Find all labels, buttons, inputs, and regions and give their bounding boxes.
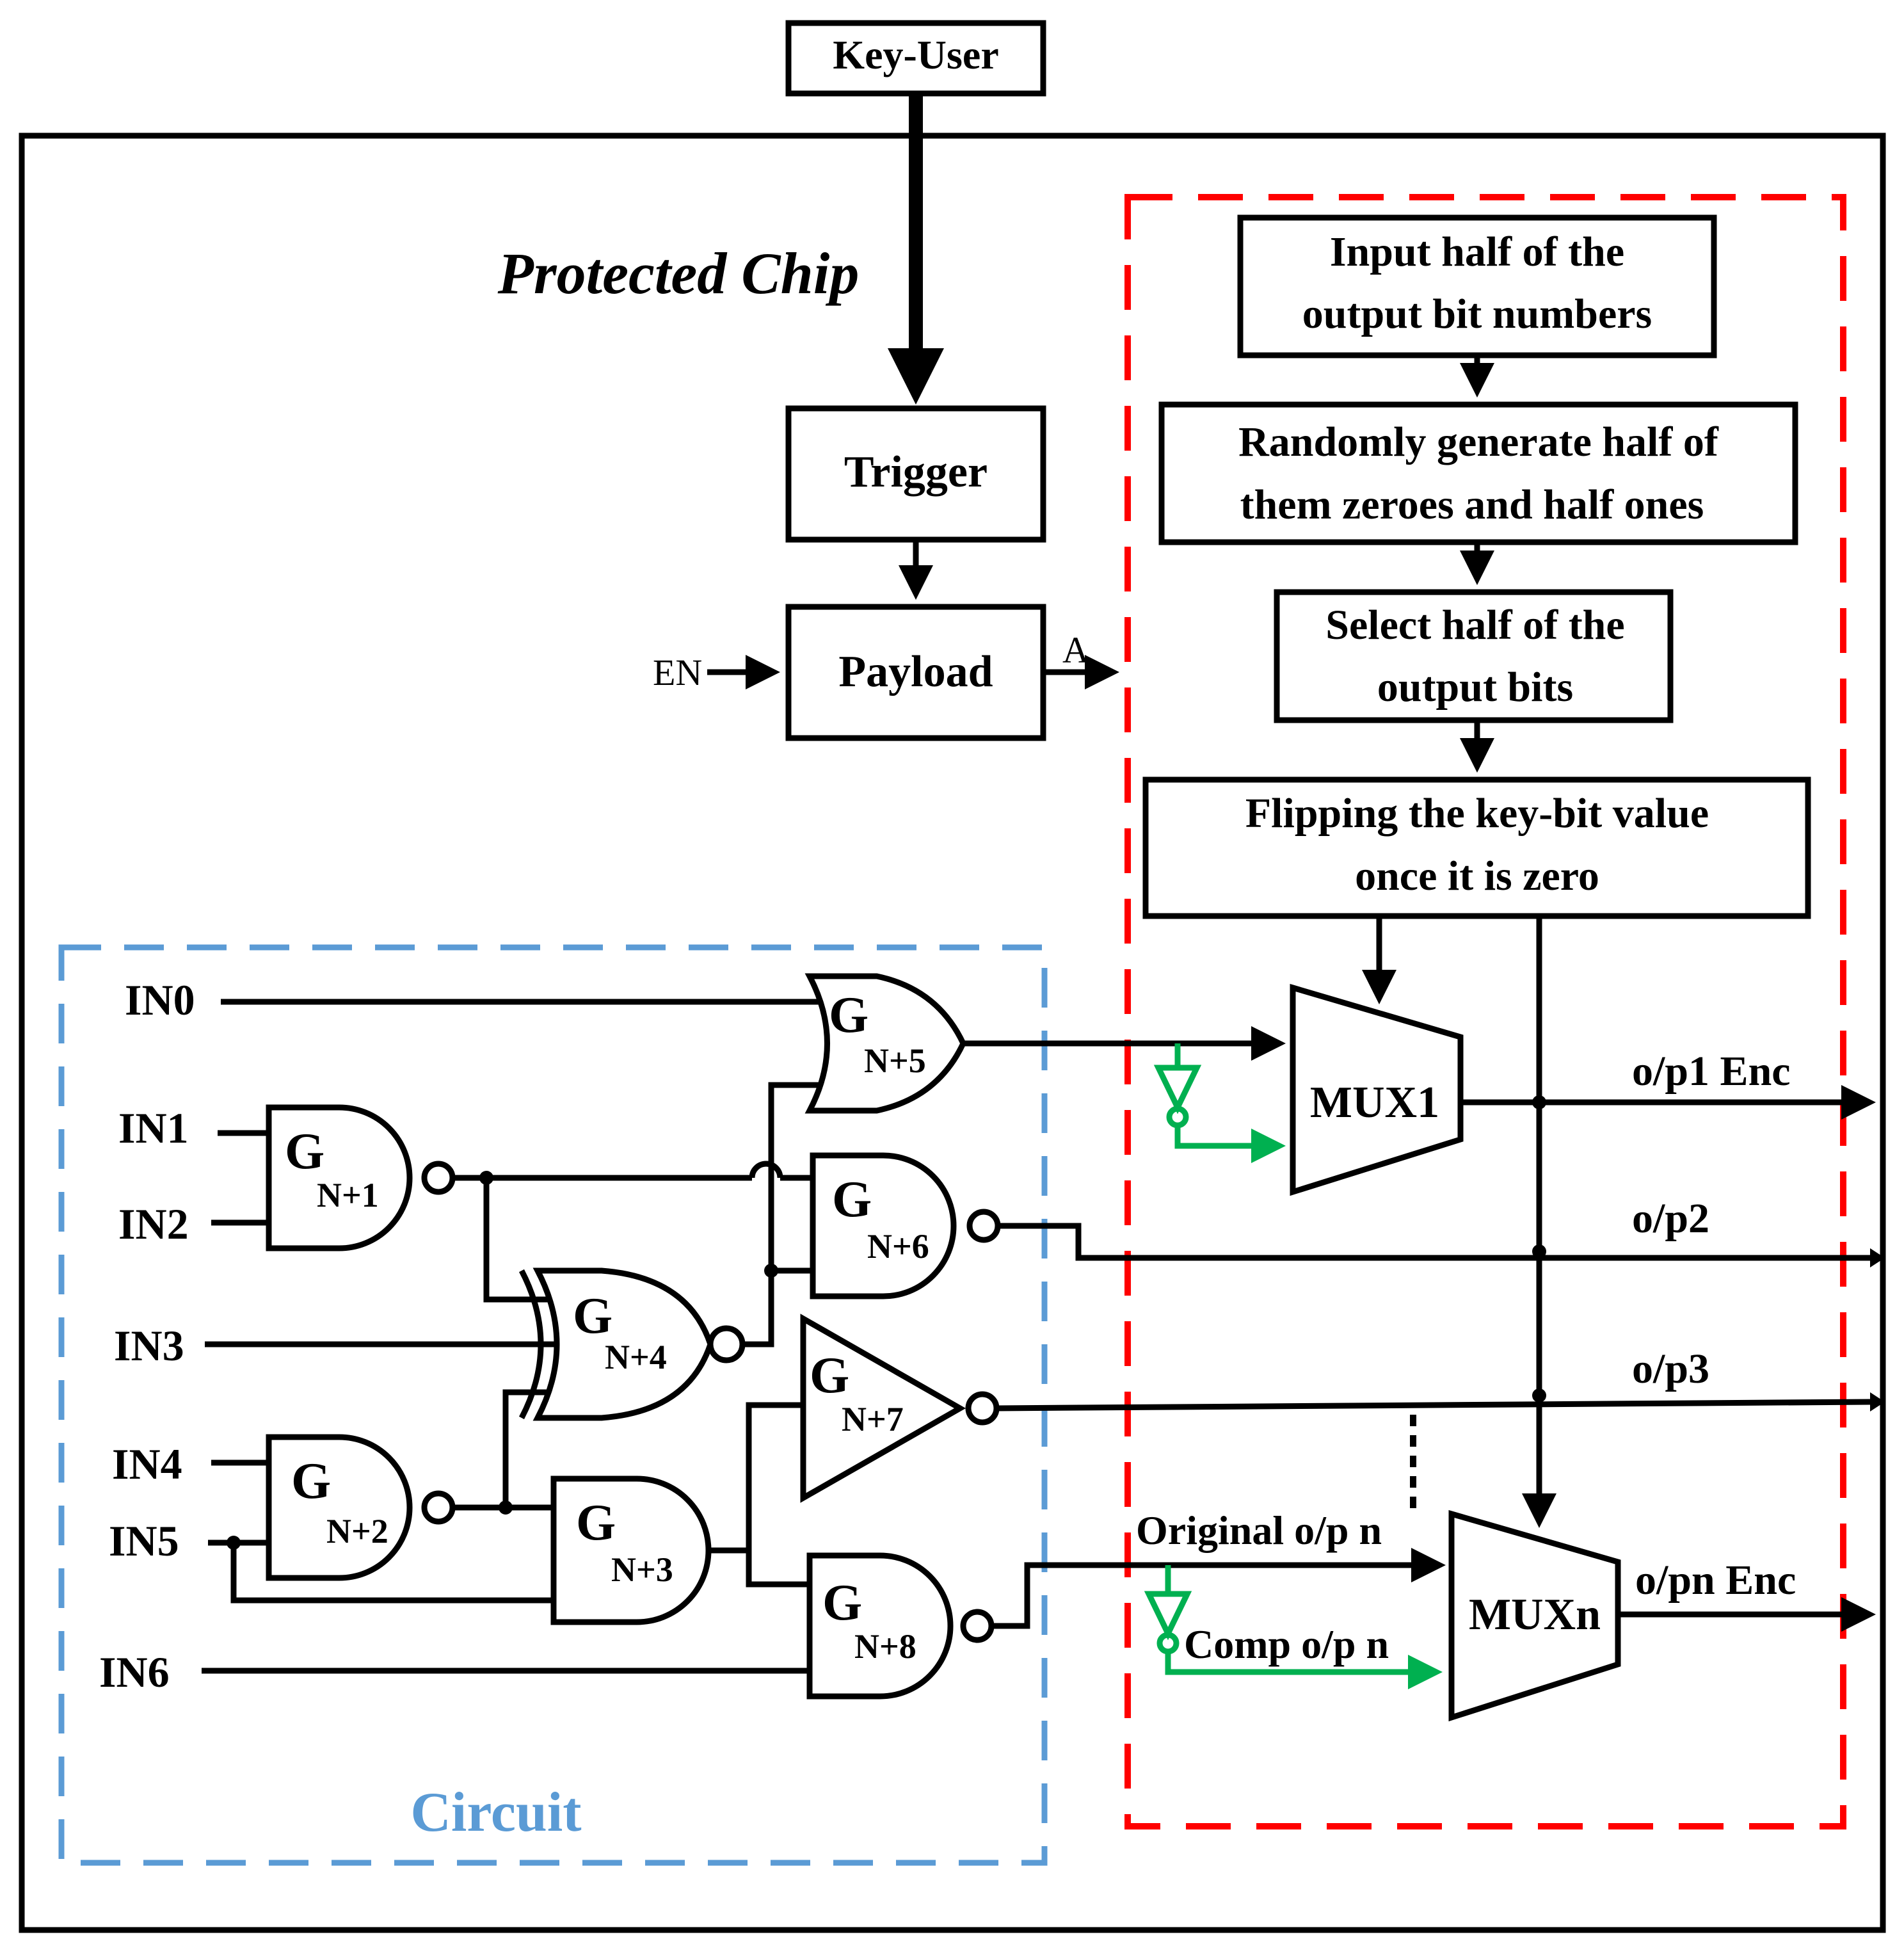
gate-n8-bubble xyxy=(960,1609,995,1643)
gate-n3 xyxy=(550,1476,712,1625)
payload-box xyxy=(785,604,1046,741)
gate-n6 xyxy=(810,1152,957,1299)
gate-n2-letter: G xyxy=(291,1453,331,1509)
gate-n7 xyxy=(800,1314,966,1503)
gate-n7-sub: N+7 xyxy=(842,1400,904,1438)
opn-label: o/pn Enc xyxy=(1635,1557,1796,1604)
muxn-label: MUXn xyxy=(1469,1590,1601,1639)
muxn-inverter-bubble xyxy=(1156,1632,1180,1655)
step-box-4 xyxy=(1142,776,1811,919)
muxn xyxy=(1448,1510,1621,1722)
step-1-line-1: Input half of the xyxy=(1330,229,1624,275)
gate-n4-letter: G xyxy=(573,1288,612,1344)
gate-n1-sub: N+1 xyxy=(317,1176,379,1214)
gate-n6-letter: G xyxy=(832,1171,872,1228)
gate-n4-to-n5 xyxy=(768,1082,819,1271)
in4-label: IN4 xyxy=(112,1440,182,1488)
en-label: EN xyxy=(653,652,702,693)
in5-label: IN5 xyxy=(109,1516,179,1565)
gate-n1-bubble xyxy=(421,1161,456,1195)
step-2-line-2: them zeroes and half ones xyxy=(1240,481,1704,528)
gate-n8-out xyxy=(991,1548,1446,1629)
in5-branch-wire xyxy=(230,1543,554,1604)
key-user-label: Key-User xyxy=(833,32,998,77)
muxn-inverter xyxy=(1144,1591,1192,1641)
gate-n1 xyxy=(266,1104,413,1251)
gate-n6-out xyxy=(998,1223,1870,1261)
chip-title: Protected Chip xyxy=(497,241,860,306)
payload-label: Payload xyxy=(838,647,993,696)
op1-label: o/p1 Enc xyxy=(1632,1048,1791,1095)
step-3-line-1: Select half of the xyxy=(1325,602,1624,648)
gate-n3-sub: N+3 xyxy=(611,1550,673,1589)
gate-n4-out xyxy=(742,1267,813,1347)
circuit-label: Circuit xyxy=(410,1781,581,1844)
in6-label: IN6 xyxy=(99,1648,170,1696)
op3-arrowhead xyxy=(1870,1392,1885,1411)
junction-dot xyxy=(1532,1388,1546,1403)
mux1 xyxy=(1290,983,1464,1196)
gate-n5-sub: N+5 xyxy=(864,1041,926,1080)
junction-dot xyxy=(1532,1095,1546,1109)
gate-n2-bubble xyxy=(421,1490,456,1525)
gate-n6-bubble xyxy=(966,1209,1001,1243)
gate-n7-bubble xyxy=(965,1391,1000,1426)
gate-n6-sub: N+6 xyxy=(867,1227,929,1266)
gate-n3-to-n8 xyxy=(746,1550,810,1588)
key-flip-region xyxy=(1124,194,1846,1829)
in3-label: IN3 xyxy=(114,1321,184,1370)
gate-n5 xyxy=(804,973,966,1114)
gate-n3-letter: G xyxy=(576,1495,616,1551)
gate-n8-sub: N+8 xyxy=(854,1627,916,1666)
gate-n4 xyxy=(532,1267,714,1421)
gate-n8-letter: G xyxy=(822,1575,862,1631)
step-box-3 xyxy=(1274,589,1674,723)
gate-n4-backline xyxy=(519,1269,544,1420)
mux1-inverter-bubble xyxy=(1166,1106,1189,1129)
gate-n4-bubble xyxy=(707,1325,746,1363)
in2-label: IN2 xyxy=(118,1200,189,1248)
gate-n4-sub: N+4 xyxy=(605,1338,667,1376)
step-box-2 xyxy=(1158,401,1798,545)
step-1-line-2: output bit numbers xyxy=(1302,291,1652,337)
original-op-n-label: Original o/p n xyxy=(1136,1508,1382,1553)
op2-arrowhead xyxy=(1870,1248,1885,1267)
gate-n7-letter: G xyxy=(810,1347,849,1404)
trigger-label: Trigger xyxy=(844,447,988,497)
gate-n1-letter: G xyxy=(285,1123,324,1180)
step-4-line-2: once it is zero xyxy=(1355,853,1599,899)
in1-label: IN1 xyxy=(118,1104,189,1152)
gate-n2 xyxy=(266,1434,413,1581)
key-user-box xyxy=(785,20,1046,97)
comp-op-n-label: Comp o/p n xyxy=(1184,1621,1389,1667)
op2-label: o/p2 xyxy=(1632,1195,1709,1242)
mux1-comp-wire xyxy=(1174,1125,1286,1163)
mux1-label: MUX1 xyxy=(1310,1078,1439,1127)
step-4-line-1: Flipping the key-bit value xyxy=(1245,790,1709,837)
op3-label: o/p3 xyxy=(1632,1346,1709,1392)
muxn-comp-wire xyxy=(1165,1652,1443,1689)
gate-n3-to-n7 xyxy=(746,1402,803,1550)
gate-n7-out xyxy=(996,1399,1871,1411)
in0-label: IN0 xyxy=(125,976,195,1024)
protected-chip-boundary xyxy=(19,133,1886,1933)
gate-n8 xyxy=(806,1552,954,1700)
a-label: A xyxy=(1062,629,1089,671)
mux1-inverter xyxy=(1153,1065,1202,1114)
wire-crossover xyxy=(749,1161,783,1178)
gate-n2-to-n4 xyxy=(502,1389,554,1508)
circuit-region xyxy=(58,944,1048,1866)
gate-n2-sub: N+2 xyxy=(326,1512,388,1550)
step-2-line-1: Randomly generate half of xyxy=(1238,419,1719,465)
step-3-line-2: output bits xyxy=(1377,664,1573,711)
gate-n5-letter: G xyxy=(829,987,868,1043)
